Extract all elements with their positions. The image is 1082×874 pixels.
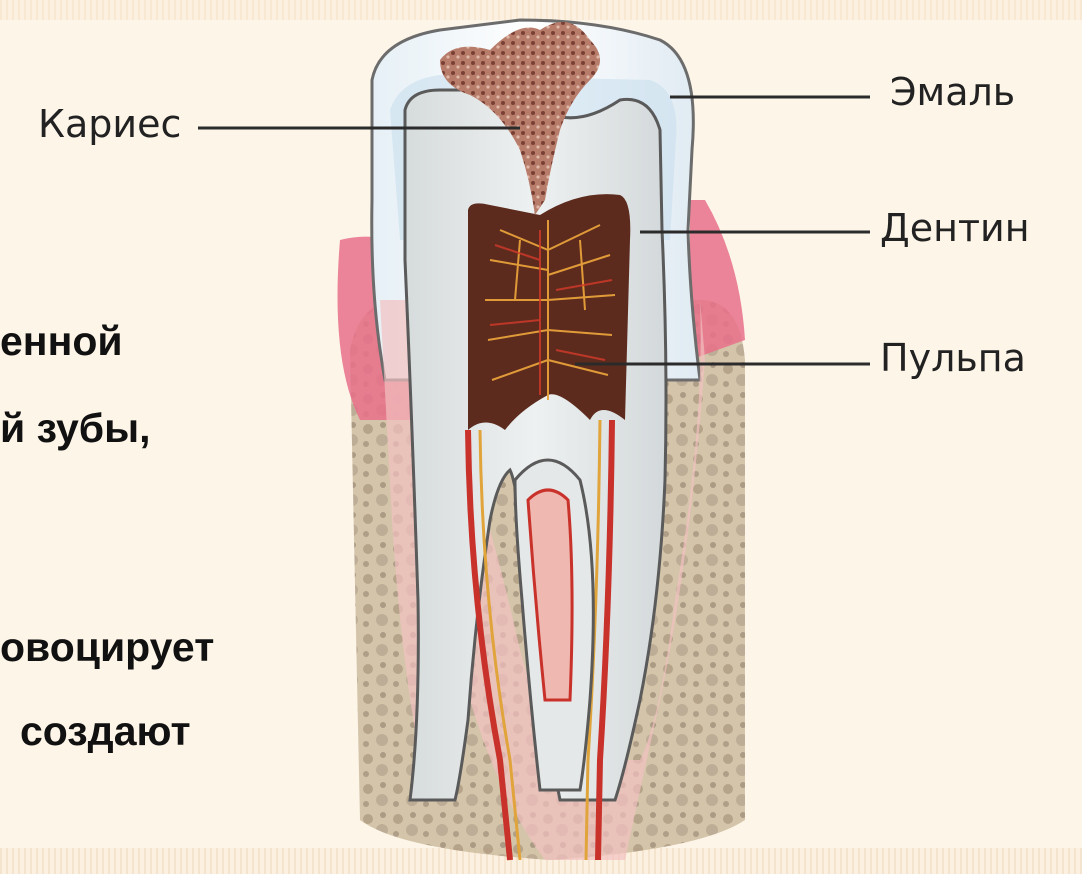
label-pulp: Пульпа	[880, 336, 1026, 380]
label-caries: Кариес	[38, 102, 181, 146]
label-enamel: Эмаль	[890, 70, 1015, 114]
gum-right	[690, 200, 745, 360]
label-dentin: Дентин	[880, 206, 1030, 250]
